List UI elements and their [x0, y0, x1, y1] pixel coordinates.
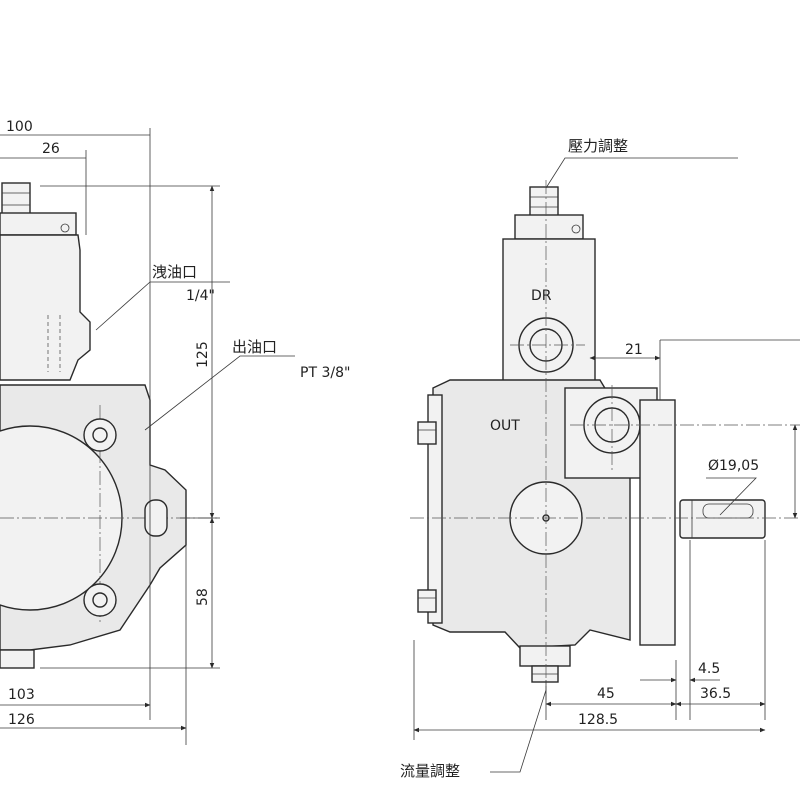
side-bolt-top	[83, 418, 117, 452]
front-shaft	[679, 499, 766, 539]
dim-total-width: 100	[6, 119, 33, 135]
side-bolt-bottom	[83, 583, 117, 617]
label-outlet-port: 出油口	[232, 338, 277, 356]
label-pressure-adjust: 壓力調整	[568, 137, 628, 155]
front-flow-screw	[519, 645, 571, 683]
dim-key-width: 4.5	[698, 661, 720, 677]
side-adjust-screw	[0, 182, 77, 236]
dim-height-upper: 125	[195, 341, 211, 368]
front-flange-plate	[639, 399, 676, 646]
dim-top-offset: 26	[42, 141, 60, 157]
front-out-label: OUT	[490, 418, 520, 434]
front-left-bolt-bottom	[417, 589, 437, 613]
side-bottom-knob	[0, 649, 35, 669]
dim-shaft-diameter: Ø19,05	[708, 458, 759, 474]
dim-overall-length: 128.5	[578, 712, 618, 728]
dim-base-outer: 126	[8, 712, 35, 728]
label-drain-size: 1/4"	[186, 288, 215, 304]
dim-port-offset: 21	[625, 342, 643, 358]
side-dim-lines	[0, 128, 295, 745]
label-drain-port: 洩油口	[152, 263, 197, 281]
label-outlet-size: PT 3/8"	[300, 365, 350, 381]
dim-height-lower: 58	[195, 588, 211, 606]
label-flow-adjust: 流量調整	[400, 762, 460, 780]
front-view: DR OUT	[400, 137, 800, 780]
side-regulator-block	[0, 234, 91, 381]
front-left-bolt-top	[417, 421, 437, 445]
dim-center-to-flange: 45	[597, 686, 615, 702]
dim-shaft-length: 36.5	[700, 686, 731, 702]
front-pressure-screw	[514, 186, 584, 240]
dim-base-inner: 103	[8, 687, 35, 703]
side-view: 100 26 125 58 103 126 洩油口 1/4" 出油口 PT 3/…	[0, 119, 350, 745]
front-dr-label: DR	[531, 288, 552, 304]
front-dim-lines	[413, 157, 800, 773]
